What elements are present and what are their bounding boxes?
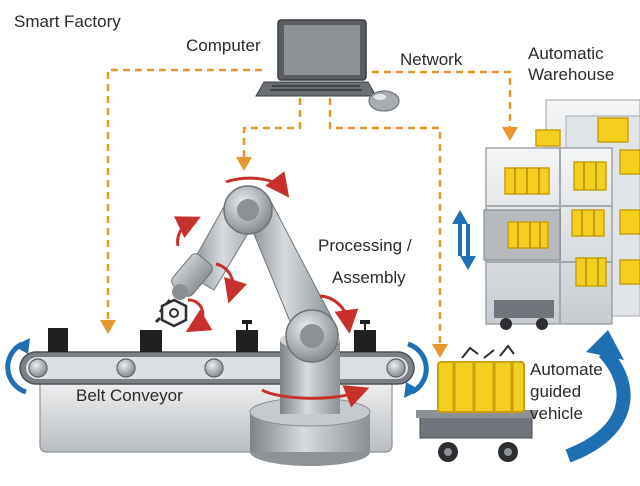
lift-arrows	[452, 210, 476, 270]
network-line-warehouse	[360, 70, 512, 128]
label-agv-line1: Automate	[530, 360, 603, 379]
rotate-arrow-mid	[215, 262, 248, 304]
label-agv-line2: guided	[530, 382, 582, 401]
network-lines	[106, 68, 512, 345]
warehouse-rack-icon	[452, 99, 640, 330]
rotate-arrow-top	[225, 171, 290, 198]
arrowhead-conveyor	[100, 320, 116, 334]
mouse-icon	[368, 90, 400, 112]
label-warehouse-line1: Automatic	[528, 44, 604, 63]
network-line-robot	[242, 98, 302, 158]
label-computer: Computer	[186, 36, 261, 55]
rotate-arrow-elbow	[319, 294, 359, 334]
rotate-arrow-base	[261, 385, 370, 408]
network-arrowheads	[100, 127, 518, 358]
network-line-conveyor	[106, 68, 262, 320]
arrowhead-robot	[236, 157, 252, 171]
label-processing-line2: Assembly	[332, 268, 406, 287]
diagram-title: Smart Factory	[14, 12, 121, 31]
rotate-arrow-wrist	[185, 298, 213, 333]
agv-return-arrow	[565, 347, 631, 463]
label-processing-line1: Processing /	[318, 236, 412, 255]
network-line-agv	[328, 98, 442, 345]
rotate-arrow-left	[173, 216, 201, 247]
agv-icon	[416, 330, 631, 463]
label-agv-line3: vehicle	[530, 404, 583, 423]
robot-arm-icon	[154, 171, 371, 466]
laptop-icon	[255, 19, 377, 97]
arrowhead-warehouse	[502, 127, 518, 141]
label-conveyor: Belt Conveyor	[76, 386, 183, 405]
label-network: Network	[400, 50, 463, 69]
label-warehouse-line2: Warehouse	[528, 65, 615, 84]
arrowhead-agv	[432, 344, 448, 358]
